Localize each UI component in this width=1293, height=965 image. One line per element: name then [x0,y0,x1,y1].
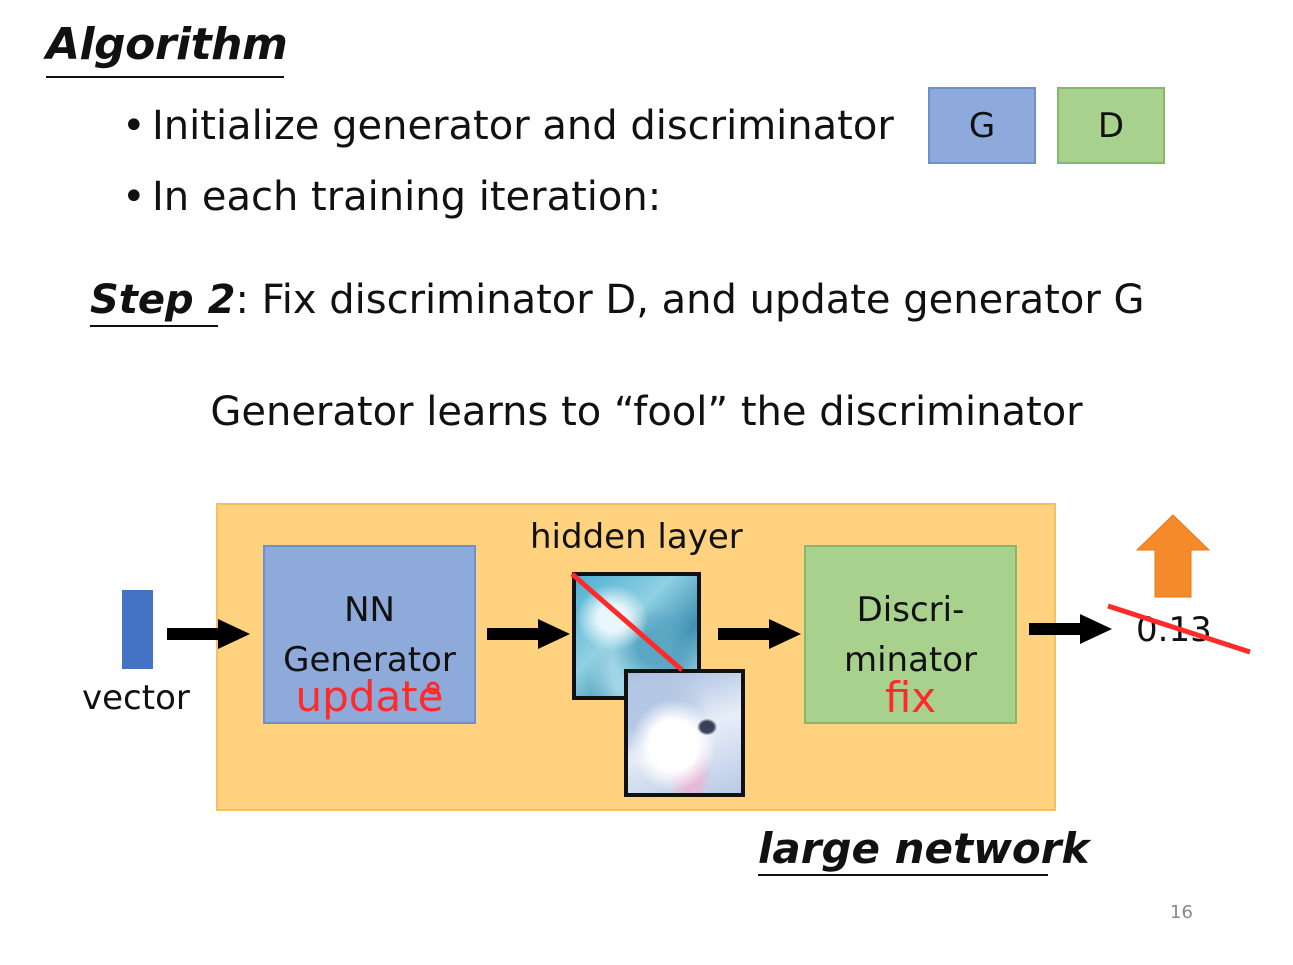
generator-label-line2: Generator [283,640,456,680]
arrow-right-icon [718,619,801,649]
arrow-right-icon [1029,614,1112,644]
step-heading: Step 2: Fix discriminator D, and update … [90,274,1144,326]
arrow-right-icon [487,619,570,649]
discriminator-label-line1: Discri- [856,590,965,630]
page-number: 16 [1170,902,1193,923]
vector-label: vector [82,678,190,718]
discriminator-label-line2: minator [843,640,978,680]
strike-line-icon [1107,603,1251,655]
discriminator-block [804,545,1017,724]
large-network-underline [758,874,1048,876]
pointer-dot-icon [426,681,440,695]
generator-legend-box: G [928,87,1036,164]
generator-label-line1: NN [344,590,395,630]
slide-title: Algorithm [46,19,288,70]
step-text: : Fix discriminator D, and update genera… [235,277,1145,323]
generated-image-anime-face [624,669,745,797]
step-label: Step 2 [90,277,236,323]
bullet-icon: • [122,103,146,149]
large-network-label: large network [758,824,1090,873]
bullet-text: In each training iteration: [152,174,662,220]
title-underline [46,76,284,78]
up-arrow-icon [1135,514,1211,598]
step-underline [90,325,218,327]
subtitle: Generator learns to “fool” the discrimin… [210,389,1083,435]
bullet-item-training-iteration: •In each training iteration: [122,171,661,223]
generator-update-annotation: update [295,672,444,721]
arrow-right-icon [167,619,250,649]
discriminator-fix-annotation: fix [884,673,937,722]
input-vector [122,590,153,669]
bullet-item-initialize: •Initialize generator and discriminator [122,100,894,152]
hidden-layer-label: hidden layer [530,517,743,557]
strike-line-icon [570,572,684,672]
generator-block [263,545,476,724]
bullet-icon: • [122,174,146,220]
bullet-text: Initialize generator and discriminator [152,103,894,149]
discriminator-legend-box: D [1057,87,1165,164]
